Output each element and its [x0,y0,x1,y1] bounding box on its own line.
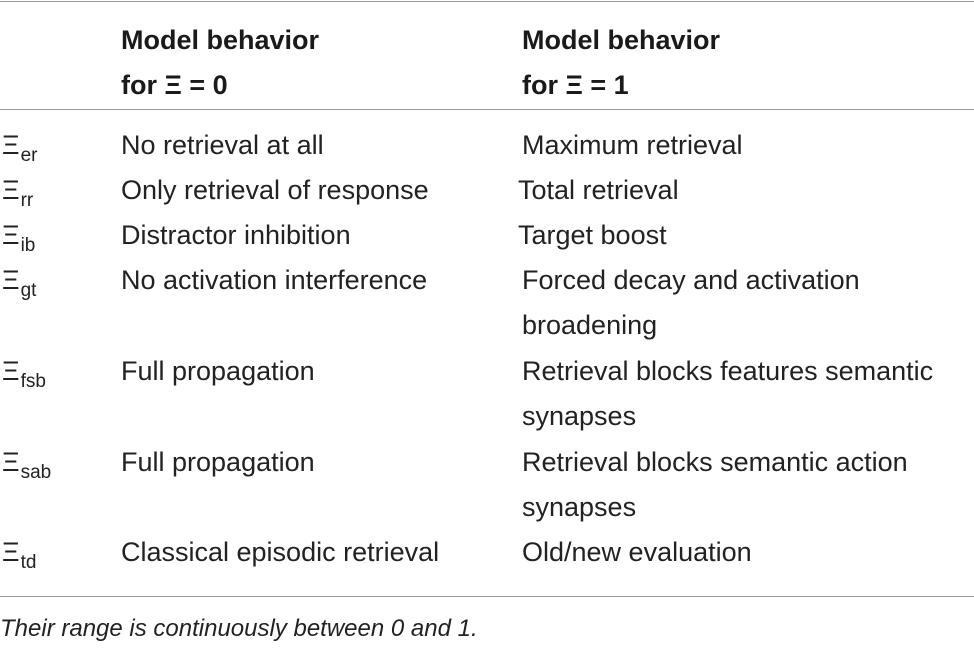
table-top-rule [0,1,974,2]
param-subscript: ib [20,235,36,256]
param-cell: Ξrr [2,168,112,216]
param-cell: Ξib [2,213,112,261]
header-col1-line2: for Ξ = 0 [121,70,228,100]
param-symbol: Ξ [2,130,20,160]
param-symbol: Ξ [2,175,20,205]
behavior-zero-cell: Full propagation [121,447,315,477]
behavior-zero-cell: Classical episodic retrieval [121,537,440,567]
param-symbol: Ξ [2,220,20,250]
behavior-zero-cell: Distractor inhibition [121,220,351,250]
header-col2-line1: Model behavior [522,25,721,55]
param-cell: Ξtd [2,530,112,578]
param-cell: Ξsab [2,440,112,488]
table-footnote: Their range is continuously between 0 an… [0,615,478,642]
param-subscript: rr [20,190,34,211]
param-subscript: er [20,145,38,166]
param-symbol: Ξ [2,265,20,295]
param-subscript: sab [20,462,52,483]
param-subscript: gt [20,280,37,301]
behavior-zero-cell: Full propagation [121,356,315,386]
behavior-one-cell: Retrieval blocks semantic action synapse… [522,447,908,522]
behavior-zero-cell: No activation interference [121,265,428,295]
behavior-one-cell: Retrieval blocks features semantic synap… [522,356,934,431]
behavior-one-cell: Forced decay and activation broadening [522,265,860,340]
behavior-one-cell: Old/new evaluation [522,537,752,567]
behavior-one-cell: Maximum retrieval [522,130,743,160]
param-subscript: td [20,552,37,573]
param-subscript: fsb [20,371,46,392]
table-header-rule [0,109,974,110]
behavior-zero-cell: No retrieval at all [121,130,324,160]
behavior-one-cell: Total retrieval [518,175,679,205]
behavior-zero-cell: Only retrieval of response [121,175,429,205]
table-bottom-rule [0,596,974,597]
param-cell: Ξer [2,123,112,171]
param-cell: Ξgt [2,258,112,306]
header-model-behavior-one: Model behavior for Ξ = 1 [522,18,720,108]
param-symbol: Ξ [2,447,20,477]
param-symbol: Ξ [2,356,20,386]
param-cell: Ξfsb [2,349,112,397]
header-model-behavior-zero: Model behavior for Ξ = 0 [121,18,319,108]
header-col1-line1: Model behavior [121,25,320,55]
behavior-one-cell: Target boost [518,220,667,250]
param-symbol: Ξ [2,537,20,567]
header-col2-line2: for Ξ = 1 [522,70,629,100]
